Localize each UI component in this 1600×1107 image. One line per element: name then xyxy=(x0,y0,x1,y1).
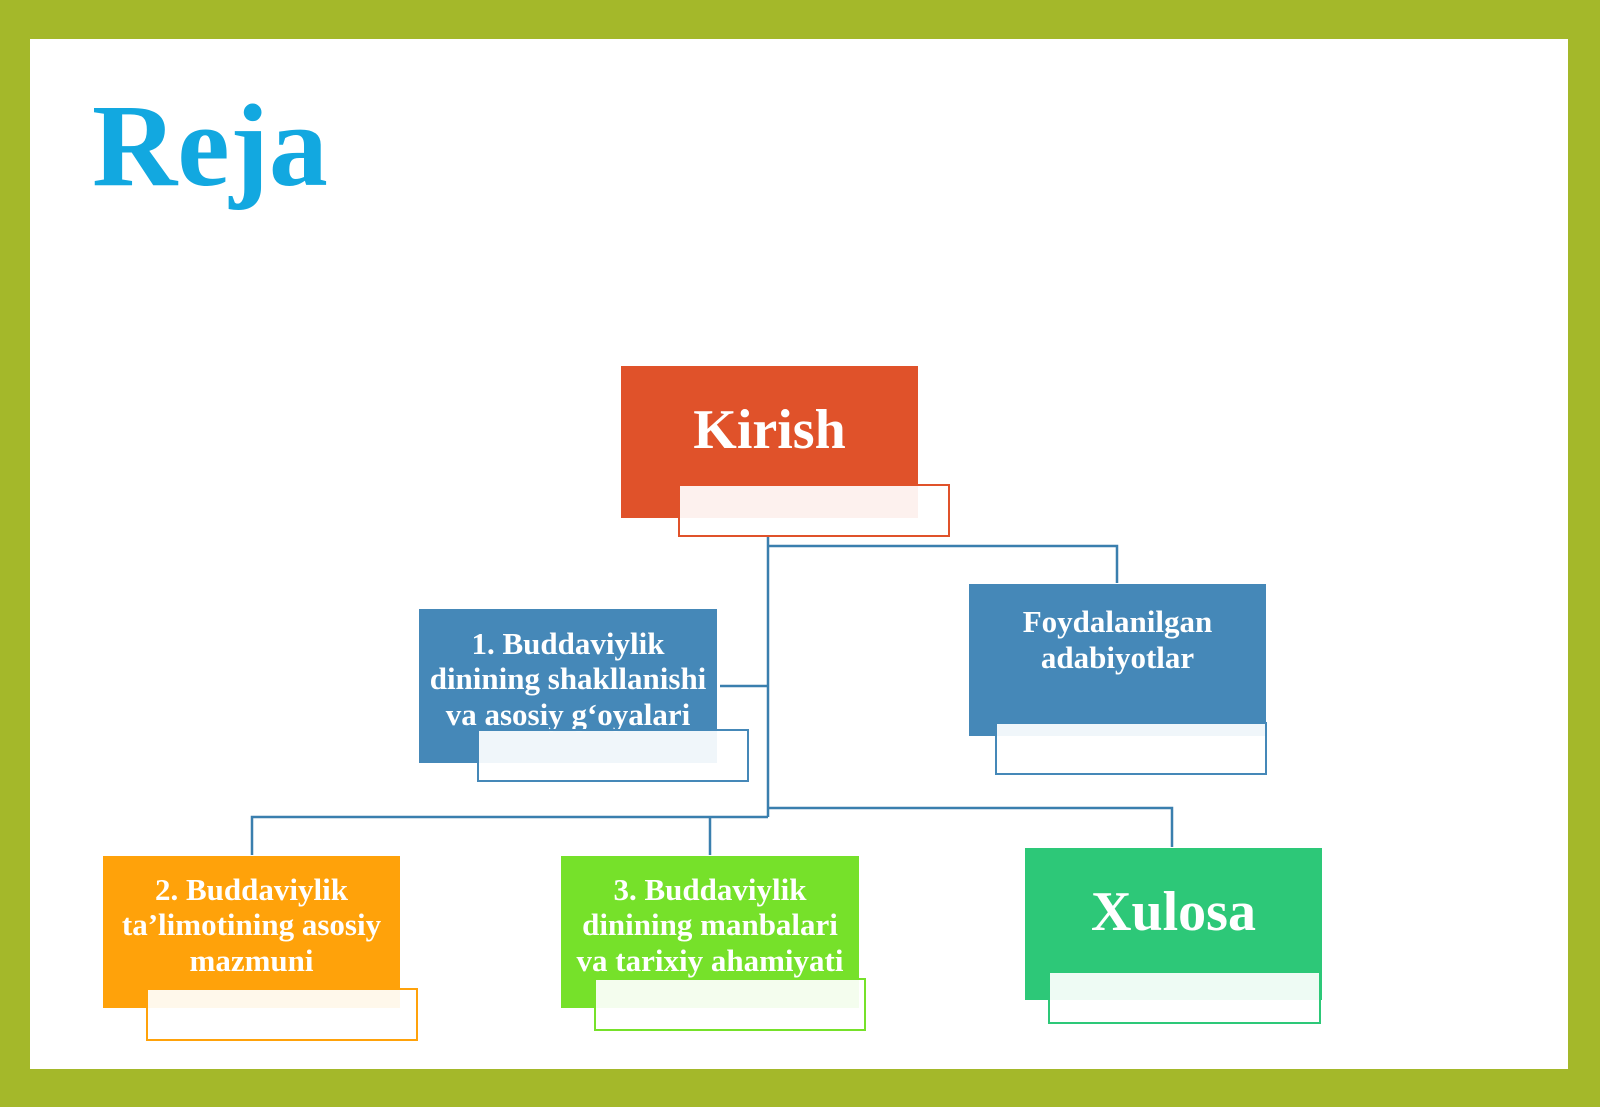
node-item2-label: 2. Buddaviylik ta’limotining asosiy mazm… xyxy=(121,871,382,978)
connector-to-item2 xyxy=(250,815,768,855)
node-references-subbox xyxy=(995,722,1267,775)
node-item2-subbox xyxy=(146,988,418,1041)
node-intro-subbox xyxy=(678,484,950,537)
node-item3-subbox xyxy=(594,978,866,1031)
node-item1-subbox xyxy=(477,729,749,782)
node-item2: 2. Buddaviylik ta’limotining asosiy mazm… xyxy=(103,856,400,1008)
node-item1: 1. Buddaviylik dinining shakllanishi va … xyxy=(419,609,717,763)
node-item3-label: 3. Buddaviylik dinining manbalari va tar… xyxy=(576,871,844,978)
node-conclusion-label: Xulosa xyxy=(1091,881,1256,944)
node-references: Foydalanilgan adabiyotlar xyxy=(969,584,1266,736)
node-intro-label: Kirish xyxy=(693,399,846,462)
connector-to-references xyxy=(768,544,1119,583)
slide-title: Reja xyxy=(92,80,328,211)
connector-to-conclusion xyxy=(768,806,1174,847)
slide: Reja Kirish 1. Buddaviylik dinining shak… xyxy=(30,39,1568,1069)
connector-lines xyxy=(250,536,1174,855)
node-references-label: Foydalanilgan adabiyotlar xyxy=(1022,604,1213,675)
node-conclusion-subbox xyxy=(1048,971,1321,1024)
node-item1-label: 1. Buddaviylik dinining shakllanishi va … xyxy=(429,625,707,732)
